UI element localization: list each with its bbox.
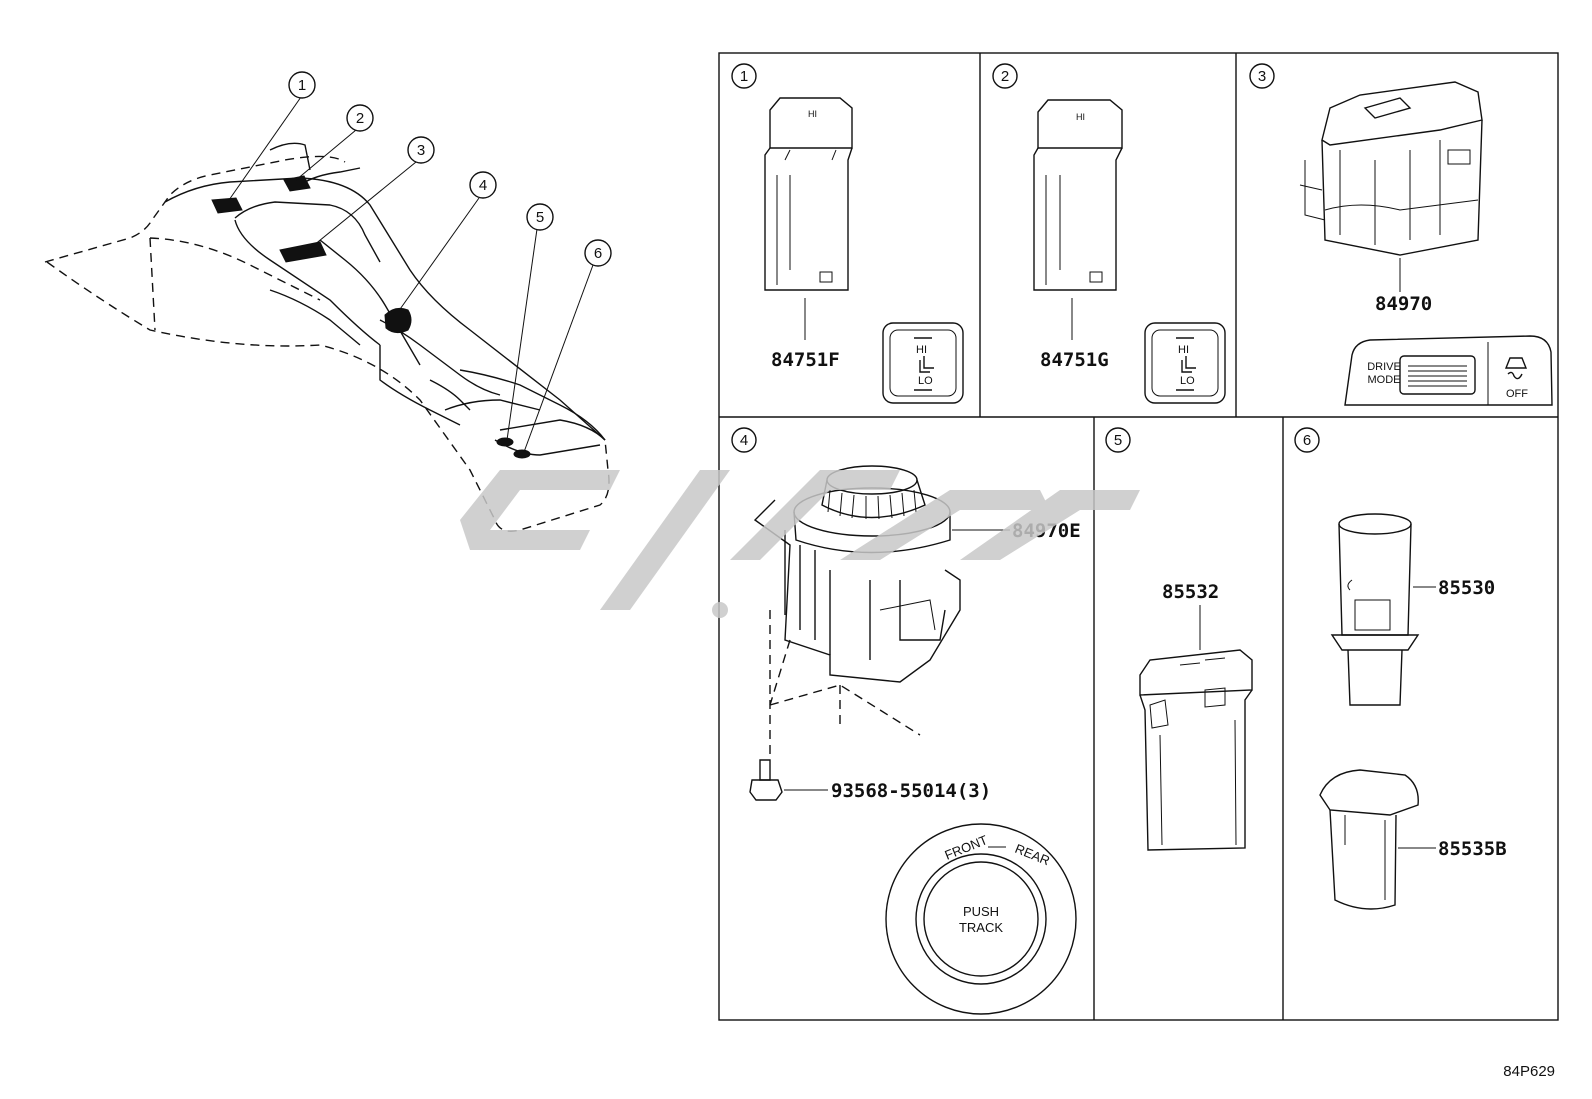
console-overview: 1 2 3 4 5 6: [44, 71, 612, 532]
panel-2: 2 HI 84751G HI LO: [992, 63, 1226, 404]
panel-2-callout: 2: [1001, 68, 1009, 85]
bolt-part-number: 93568-55014(3): [831, 780, 991, 802]
panel-grid: [718, 52, 1559, 1021]
knob-center-label-1: PUSH: [963, 904, 999, 919]
knob-rear-label: REAR: [1013, 841, 1052, 868]
seat-heater-hi-label-2: HI: [1178, 344, 1189, 356]
seat-heater-hi-label: HI: [916, 344, 927, 356]
svg-text:6: 6: [594, 245, 602, 262]
svg-text:2: 2: [356, 110, 364, 127]
trac-off-label: OFF: [1506, 388, 1528, 400]
knob-knurling: [827, 489, 917, 520]
svg-text:1: 1: [298, 77, 306, 94]
svg-text:HI: HI: [808, 109, 817, 119]
seat-heater-icon-2: [1181, 356, 1196, 373]
panel-6-callout: 6: [1303, 432, 1311, 449]
overview-callout-5: 5: [526, 203, 554, 231]
panel-3-part-number: 84970: [1375, 293, 1432, 315]
overview-callout-6: 6: [584, 239, 612, 267]
drive-mode-rocker-ridges: [1408, 365, 1467, 387]
drive-mode-label-line2: MODE: [1368, 374, 1401, 386]
drawing-code: 84P629: [1503, 1063, 1555, 1080]
overview-callout-2: 2: [346, 104, 374, 132]
drive-mode-rocker: [1399, 355, 1476, 395]
panel-6-part-number-2: 85535B: [1438, 838, 1507, 860]
panel-5-part-number: 85532: [1162, 581, 1219, 603]
watermark-logo: [460, 470, 1140, 618]
svg-text:4: 4: [479, 177, 487, 194]
panel-6: 6 85530 85535B: [1294, 427, 1507, 910]
panel-1: 1 HI 84751F HI LO: [731, 63, 964, 404]
overview-callout-1: 1: [288, 71, 316, 99]
svg-text:HI: HI: [1076, 112, 1085, 122]
panel-6-part-number-1: 85530: [1438, 577, 1495, 599]
panel-3-callout: 3: [1258, 68, 1266, 85]
drive-mode-label-line1: DRIVE: [1367, 361, 1401, 373]
panel-5-callout: 5: [1114, 432, 1122, 449]
svg-text:3: 3: [417, 142, 425, 159]
seat-heater-lo-label: LO: [918, 375, 933, 387]
seat-heater-icon: [919, 356, 934, 373]
knob-center-label-2: TRACK: [959, 920, 1003, 935]
overview-callout-4: 4: [469, 171, 497, 199]
panel-1-callout: 1: [740, 68, 748, 85]
knob-front-label: FRONT: [943, 832, 990, 863]
panel-2-part-number: 84751G: [1040, 349, 1109, 371]
panel-5: 5 85532: [1105, 427, 1253, 851]
panel-3: 3 84970 DRIVE MODE OFF: [1249, 63, 1553, 406]
panel-4-callout: 4: [740, 432, 748, 449]
overview-callout-3: 3: [407, 136, 435, 164]
trac-off-icon: [1504, 357, 1528, 380]
svg-text:5: 5: [536, 209, 544, 226]
panel-1-part-number: 84751F: [771, 349, 840, 371]
seat-heater-lo-label-2: LO: [1180, 375, 1195, 387]
